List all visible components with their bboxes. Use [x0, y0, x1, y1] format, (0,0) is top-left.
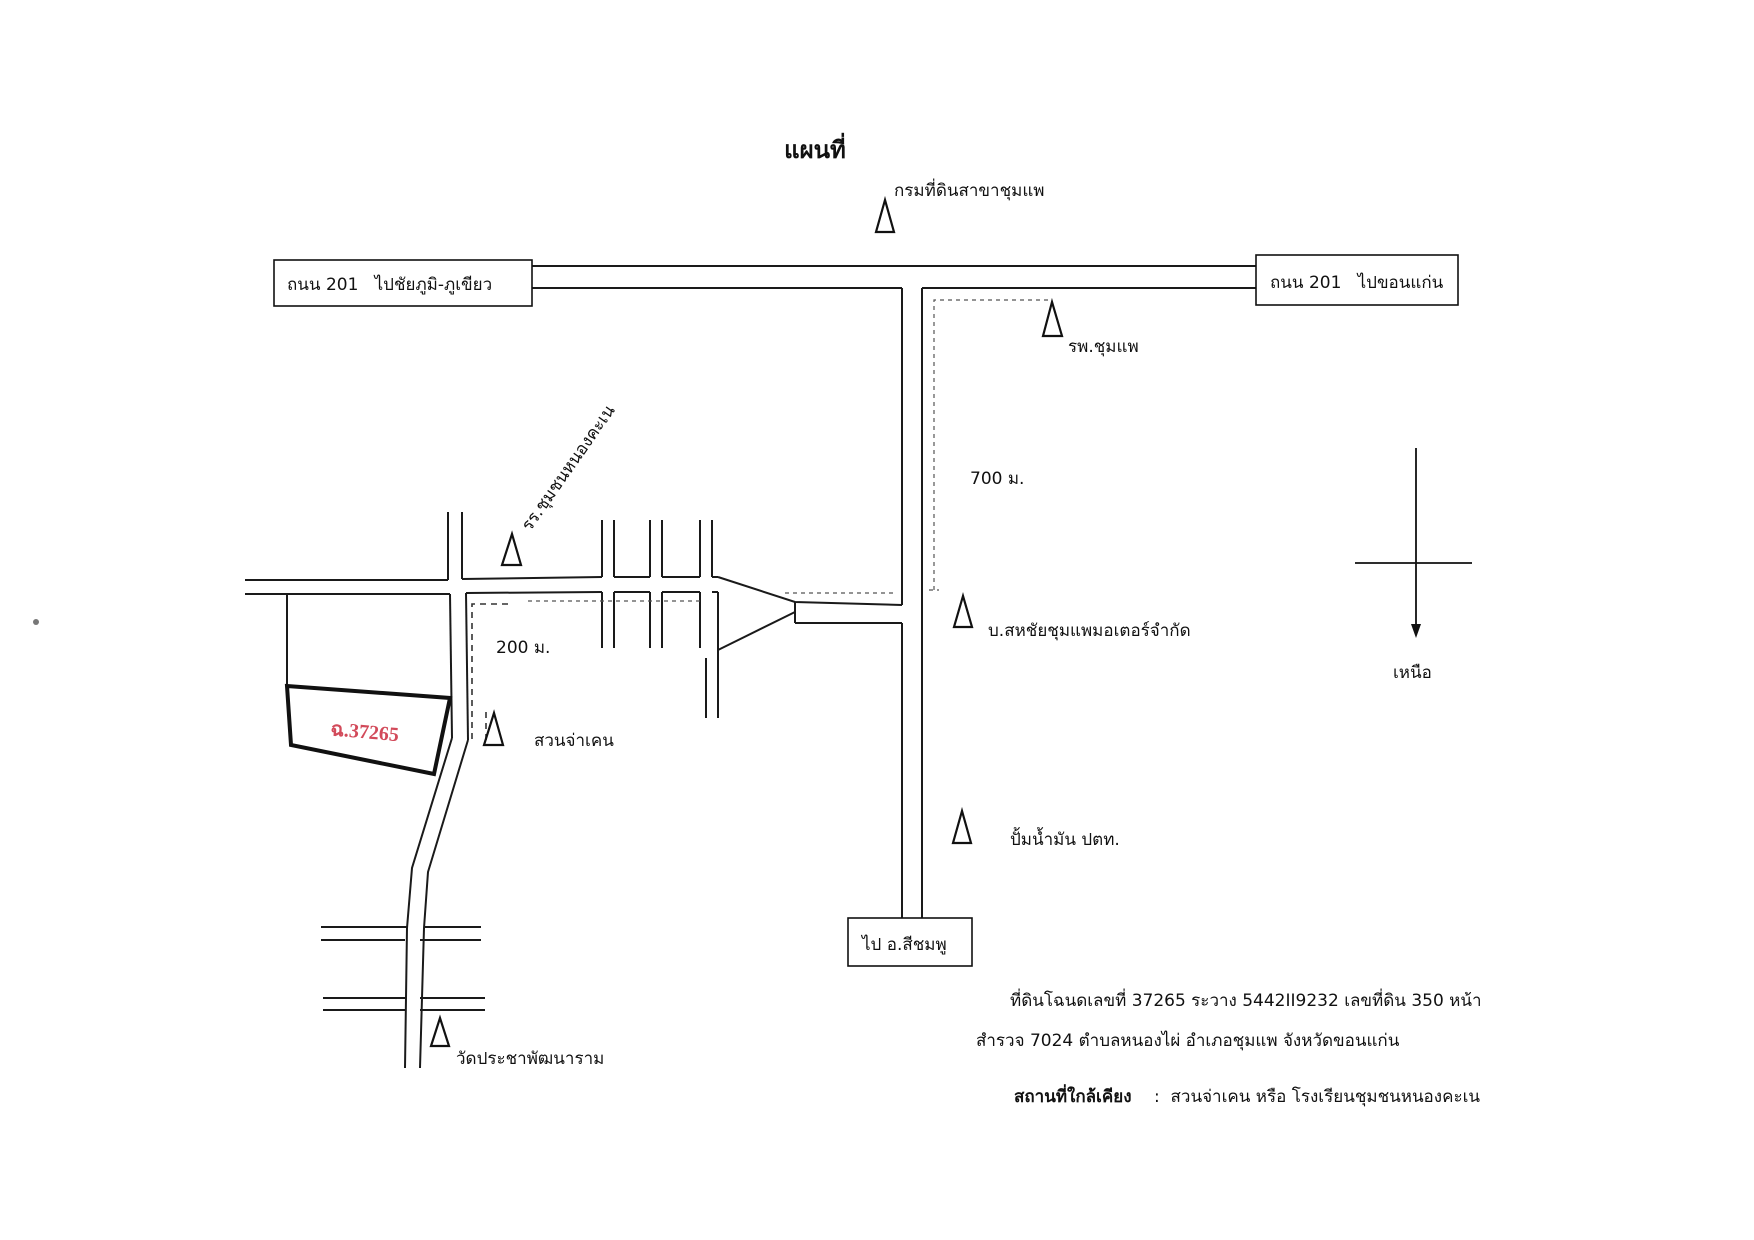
road-box-south: ไป อ.สีชมพู [847, 917, 973, 967]
scan-speck [33, 619, 39, 625]
land-parcel-37265 [284, 683, 453, 777]
note-line-1: ที่ดินโฉนดเลขที่ 37265 ระวาง 5442II9232 … [1010, 988, 1482, 1011]
road-to-si-chomphu [901, 288, 923, 918]
temple-label: วัดประชาพัฒนาราม [456, 1049, 604, 1069]
school-label: รร.ชุมชนหนองคะเน [518, 401, 620, 535]
garden-marker-icon [482, 709, 505, 747]
land-office-marker-icon [874, 195, 896, 234]
distance-line-east [933, 299, 1048, 590]
svg-text:ไป อ.สีชมพู: ไป อ.สีชมพู [860, 934, 947, 955]
gas-station-label: ปั้มน้ำมัน ปตท. [1010, 827, 1120, 850]
temple-marker-icon [429, 1014, 451, 1048]
parcel-label: ฉ.37265 [330, 718, 400, 746]
highway-201 [532, 265, 1256, 289]
map-title: แผนที่ [784, 132, 846, 164]
west-connector-road [286, 512, 485, 1069]
garden-label: สวนจ่าเคน [534, 731, 614, 751]
motor-coop-label: บ.สหชัยชุมแพมอเตอร์จำกัด [988, 621, 1191, 641]
road-box-west: ถนน 201 ไปชัยภูมิ-ภูเขียว [273, 259, 533, 307]
nearby-value: : สวนจ่าเคน หรือ โรงเรียนชุมชนหนองคะเน [1154, 1086, 1480, 1107]
svg-text:ถนน 201 ไปชัยภูมิ-ภูเขียว: ถนน 201 ไปชัยภูมิ-ภูเขียว [287, 274, 492, 295]
distance-label-east: 700 ม. [970, 469, 1024, 489]
motor-coop-marker-icon [952, 592, 974, 629]
hospital-marker-icon [1041, 297, 1064, 338]
hospital-label: รพ.ชุมแพ [1068, 337, 1139, 357]
compass-label: เหนือ [1393, 663, 1432, 683]
distance-line-west [471, 603, 508, 742]
local-road [245, 576, 903, 718]
note-line-2: สำรวจ 7024 ตำบลหนองไผ่ อำเภอชุมแพ จังหวั… [976, 1030, 1400, 1051]
school-marker-icon [500, 530, 523, 567]
svg-text:ถนน 201 ไปขอนแก่น: ถนน 201 ไปขอนแก่น [1270, 272, 1444, 293]
road-box-east: ถนน 201 ไปขอนแก่น [1255, 254, 1459, 306]
land-office-label: กรมที่ดินสาขาชุมแพ [894, 178, 1045, 201]
gas-station-marker-icon [951, 806, 973, 845]
cross-streets [601, 520, 713, 648]
distance-label-west: 200 ม. [496, 638, 550, 658]
compass-icon [1355, 448, 1472, 638]
nearby-label: สถานที่ใกล้เคียง [1014, 1084, 1132, 1107]
